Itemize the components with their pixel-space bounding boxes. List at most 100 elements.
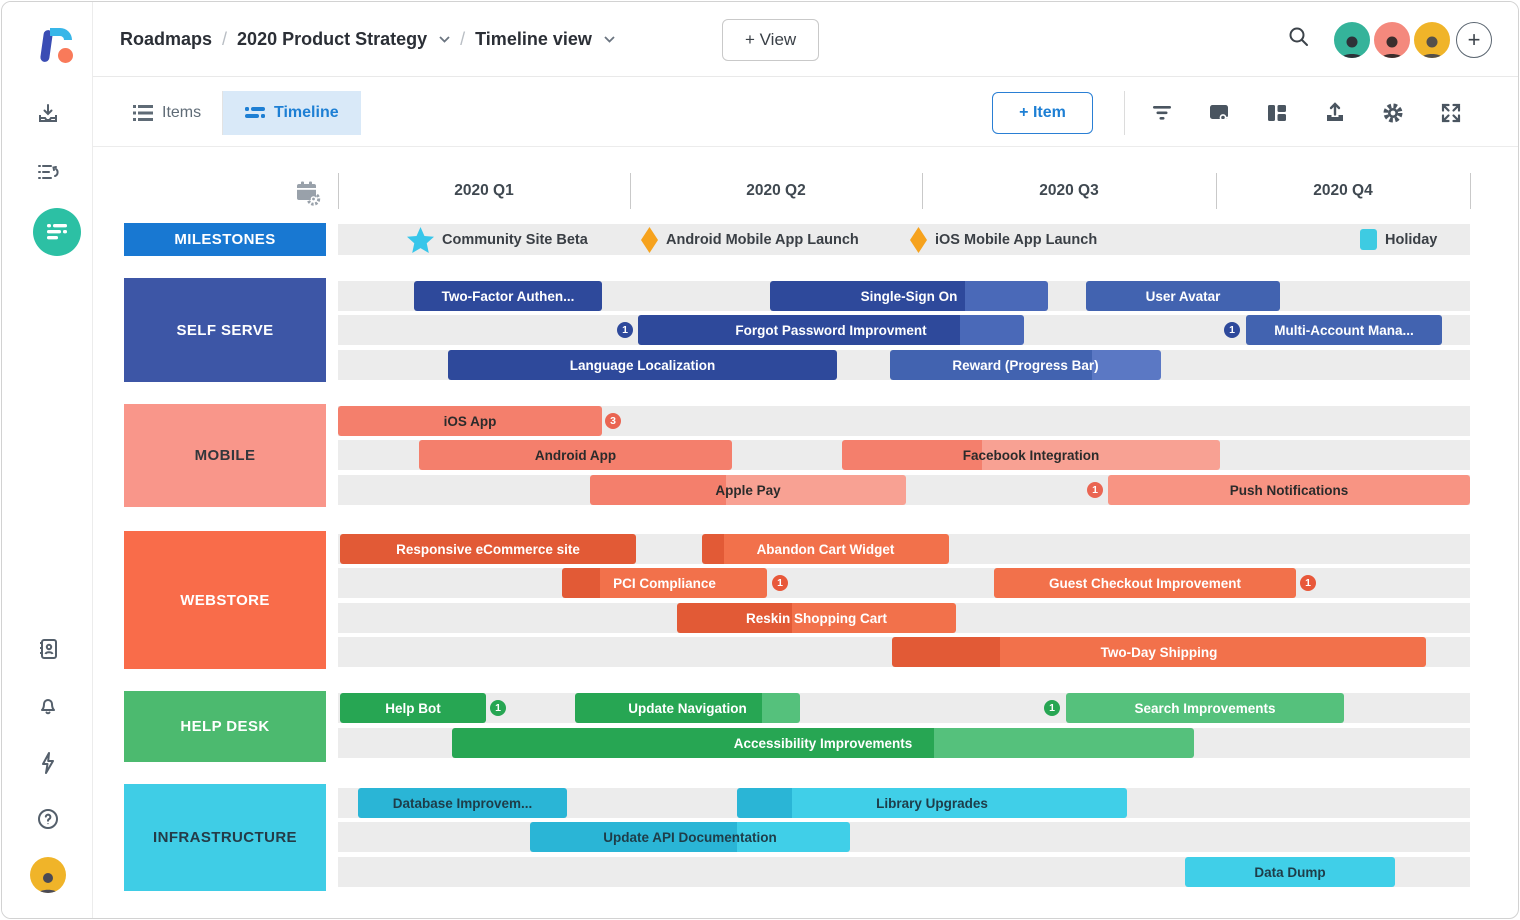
- format-icon[interactable]: [1207, 100, 1233, 126]
- roadmap-bar[interactable]: Help Bot: [340, 693, 486, 723]
- roadmap-bar[interactable]: Data Dump: [1185, 857, 1395, 887]
- chevron-down-icon[interactable]: [439, 36, 450, 43]
- roadmap-bar[interactable]: PCI Compliance: [562, 568, 767, 598]
- export-icon[interactable]: [1322, 100, 1348, 126]
- timeline-row: Responsive eCommerce site Abandon Cart Wi…: [338, 534, 1470, 564]
- diamond-marker-icon: [641, 226, 658, 253]
- timeline-row: Data Dump: [338, 857, 1470, 887]
- breadcrumb-separator: /: [222, 29, 228, 49]
- breadcrumb-roadmap-name[interactable]: 2020 Product Strategy: [237, 29, 428, 49]
- roadmap-bar[interactable]: Responsive eCommerce site: [340, 534, 636, 564]
- help-icon[interactable]: [2, 797, 93, 841]
- milestone-label: iOS Mobile App Launch: [935, 231, 1098, 248]
- timeline-view-icon-active[interactable]: [33, 208, 81, 256]
- quarter-tick: [1470, 173, 1471, 209]
- group-label[interactable]: INFRASTRUCTURE: [124, 784, 326, 891]
- milestone-label: Android Mobile App Launch: [666, 231, 859, 248]
- tab-timeline[interactable]: Timeline: [223, 91, 361, 135]
- milestone-star[interactable]: Community Site Beta: [407, 224, 588, 255]
- notifications-icon[interactable]: [2, 683, 93, 727]
- invite-user-button[interactable]: +: [1456, 21, 1492, 58]
- roadmap-bar[interactable]: Two-Factor Authen...: [414, 281, 602, 311]
- star-marker-icon: [407, 226, 434, 253]
- list-icon: [133, 105, 153, 121]
- count-badge[interactable]: 1: [772, 575, 788, 591]
- tab-separator: [222, 91, 223, 135]
- roadmap-bar[interactable]: Guest Checkout Improvement: [994, 568, 1296, 598]
- roadmap-bar[interactable]: Library Upgrades: [737, 788, 1127, 818]
- roadmunk-logo[interactable]: [39, 28, 76, 66]
- logo-dot: [58, 48, 73, 63]
- count-badge[interactable]: 1: [490, 700, 506, 716]
- timeframe-settings-icon[interactable]: [295, 180, 321, 206]
- roadmap-bar[interactable]: Abandon Cart Widget: [702, 534, 949, 564]
- count-badge[interactable]: 1: [617, 322, 633, 338]
- add-item-button[interactable]: + Item: [992, 92, 1093, 134]
- roadmap-bar[interactable]: Search Improvements: [1066, 693, 1344, 723]
- filter-icon[interactable]: [1149, 100, 1175, 126]
- count-badge[interactable]: 1: [1224, 322, 1240, 338]
- settings-icon[interactable]: [1380, 100, 1406, 126]
- collaborator-avatar-3[interactable]: [1412, 19, 1452, 60]
- group-label[interactable]: MOBILE: [124, 404, 326, 507]
- timeline-row: Reskin Shopping Cart: [338, 603, 1470, 633]
- contacts-icon[interactable]: [2, 627, 93, 671]
- group-label[interactable]: SELF SERVE: [124, 278, 326, 382]
- count-badge[interactable]: 1: [1044, 700, 1060, 716]
- roadmap-bar[interactable]: Multi-Account Mana...: [1246, 315, 1442, 345]
- fullscreen-icon[interactable]: [1438, 100, 1464, 126]
- quarter-label: 2020 Q3: [1039, 182, 1099, 199]
- timeline-row: Android App Facebook Integration: [338, 440, 1470, 470]
- roadmap-bar[interactable]: Database Improvem...: [358, 788, 567, 818]
- roadmap-bar[interactable]: Update Navigation: [575, 693, 800, 723]
- square-marker-icon: [1360, 229, 1377, 250]
- breadcrumb-roadmaps[interactable]: Roadmaps: [120, 29, 213, 49]
- tab-items[interactable]: Items: [111, 91, 223, 135]
- activity-icon[interactable]: [2, 741, 93, 785]
- roadmap-bar[interactable]: User Avatar: [1086, 281, 1280, 311]
- roadmap-bar[interactable]: Reskin Shopping Cart: [677, 603, 956, 633]
- roadmap-bar[interactable]: iOS App: [338, 406, 602, 436]
- tab-timeline-label: Timeline: [274, 104, 339, 121]
- group-label[interactable]: HELP DESK: [124, 691, 326, 762]
- roadmap-bar[interactable]: Language Localization: [448, 350, 837, 380]
- roadmap-bar[interactable]: Apple Pay: [590, 475, 906, 505]
- quarter-label: 2020 Q2: [746, 182, 806, 199]
- roadmap-bar[interactable]: Push Notifications: [1108, 475, 1470, 505]
- breadcrumb-view-name[interactable]: Timeline view: [475, 29, 592, 49]
- roadmap-bar[interactable]: Android App: [419, 440, 732, 470]
- add-view-button[interactable]: + View: [722, 19, 820, 61]
- roadmap-bar[interactable]: Reward (Progress Bar): [890, 350, 1161, 380]
- roadmap-bar[interactable]: Update API Documentation: [530, 822, 850, 852]
- count-badge[interactable]: 3: [605, 413, 621, 429]
- chevron-down-icon[interactable]: [604, 36, 615, 43]
- roadmap-bar[interactable]: Forgot Password Improvment: [638, 315, 1024, 345]
- roadmap-bar[interactable]: Accessibility Improvements: [452, 728, 1194, 758]
- collaborator-avatar-2[interactable]: [1372, 19, 1412, 60]
- roadmap-bar[interactable]: Single-Sign On: [770, 281, 1048, 311]
- roadmap-bar[interactable]: Facebook Integration: [842, 440, 1220, 470]
- breadcrumb-separator: /: [460, 29, 466, 49]
- timeline-row: Two-Day Shipping: [338, 637, 1470, 667]
- collaborator-avatar-1[interactable]: [1332, 19, 1372, 60]
- quarter-label: 2020 Q1: [454, 182, 514, 199]
- user-avatar[interactable]: [2, 853, 93, 897]
- search-icon[interactable]: [1288, 26, 1310, 53]
- backlog-icon[interactable]: [2, 150, 93, 194]
- milestone-diamond[interactable]: Android Mobile App Launch: [641, 224, 859, 255]
- count-badge[interactable]: 1: [1300, 575, 1316, 591]
- timeline-row: Update API Documentation: [338, 822, 1470, 852]
- milestone-square[interactable]: Holiday: [1360, 224, 1437, 255]
- count-badge[interactable]: 1: [1087, 482, 1103, 498]
- roadmap-bar[interactable]: Two-Day Shipping: [892, 637, 1426, 667]
- milestone-diamond[interactable]: iOS Mobile App Launch: [910, 224, 1097, 255]
- layout-icon[interactable]: [1264, 100, 1290, 126]
- timeline-row: Language Localization Reward (Progress Ba…: [338, 350, 1470, 380]
- milestone-label: Holiday: [1385, 231, 1438, 248]
- import-icon[interactable]: [2, 92, 93, 136]
- quarter-tick: [338, 173, 339, 209]
- group-label[interactable]: MILESTONES: [124, 223, 326, 256]
- group-label[interactable]: WEBSTORE: [124, 531, 326, 669]
